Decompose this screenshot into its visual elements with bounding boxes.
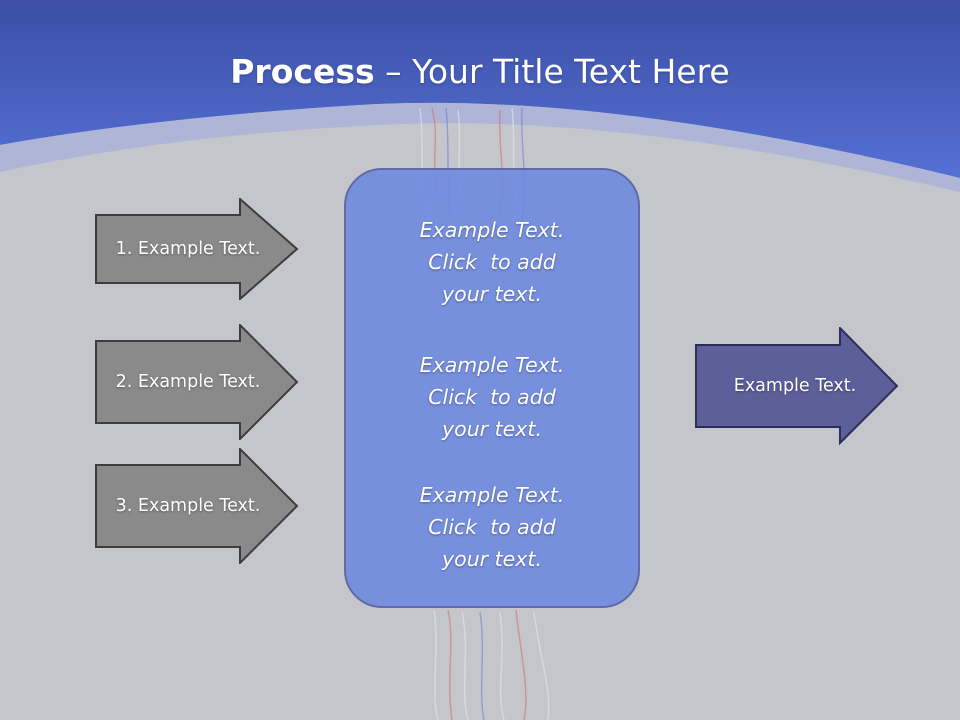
output-arrow-label: Example Text. — [733, 376, 857, 396]
input-arrow-2: 2. Example Text. — [95, 324, 300, 440]
input-arrow-label: 1. Example Text. — [115, 239, 261, 259]
process-text-line: Example Text. — [419, 218, 565, 242]
process-text-line: Click to add — [428, 250, 556, 274]
output-arrow: Example Text. — [695, 327, 900, 445]
process-text-block-1: Example Text. Click to add your text. — [346, 214, 638, 310]
input-arrow-3: 3. Example Text. — [95, 448, 300, 564]
process-text-line: your text. — [442, 417, 542, 441]
arrow-shape — [695, 327, 899, 445]
process-text-line: Example Text. — [419, 483, 565, 507]
process-text-line: Click to add — [428, 385, 556, 409]
title-bold-part: Process — [230, 52, 375, 91]
process-text-line: your text. — [442, 547, 542, 571]
header-swoosh — [0, 102, 960, 192]
process-text-line: Click to add — [428, 515, 556, 539]
process-text-line: your text. — [442, 282, 542, 306]
input-arrow-1: 1. Example Text. — [95, 198, 300, 300]
process-text-block-3: Example Text. Click to add your text. — [346, 479, 638, 575]
input-arrow-label: 2. Example Text. — [115, 372, 261, 392]
slide-title: Process – Your Title Text Here — [0, 52, 960, 91]
input-arrow-label: 3. Example Text. — [115, 496, 261, 516]
title-rest-part: – Your Title Text Here — [374, 52, 730, 91]
arrow-shape — [95, 198, 299, 300]
arrow-shape — [95, 448, 299, 564]
process-text-line: Example Text. — [419, 353, 565, 377]
process-box: Example Text. Click to add your text. Ex… — [344, 168, 640, 608]
header-band — [0, 0, 960, 178]
process-text-block-2: Example Text. Click to add your text. — [346, 349, 638, 445]
arrow-shape — [95, 324, 299, 440]
